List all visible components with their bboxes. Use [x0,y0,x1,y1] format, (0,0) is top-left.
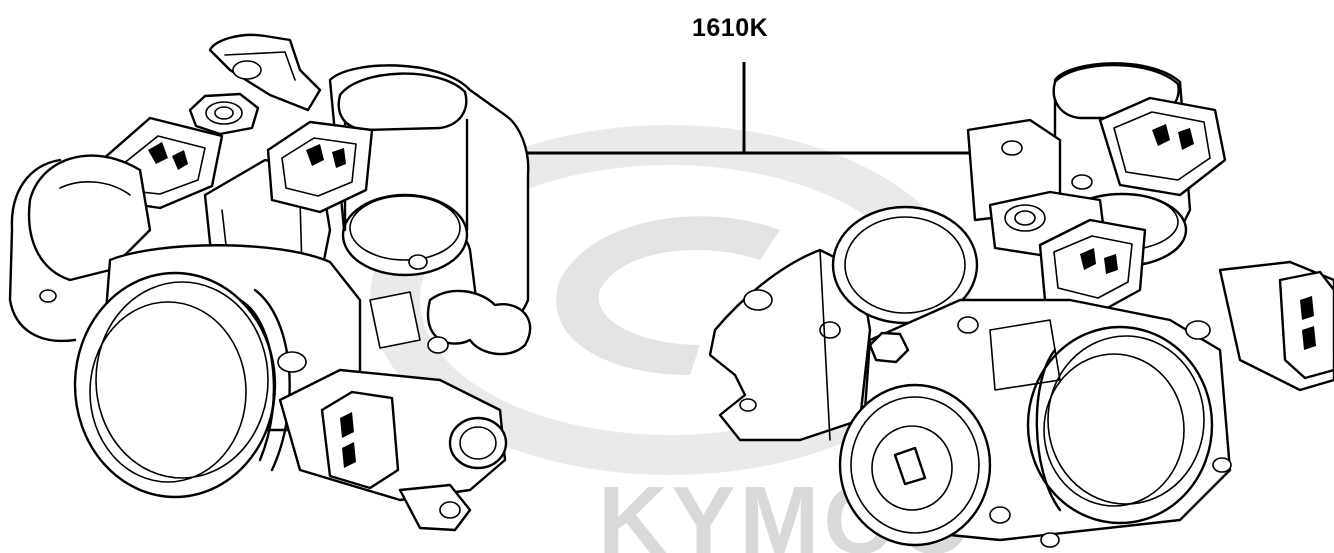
connector-right-top [1098,96,1227,197]
part-number-label: 1610K [692,14,769,42]
connector-left-mid [266,120,374,214]
throttle-body-right [708,62,1334,548]
connector-right-side [1218,260,1334,392]
callout-leader [521,62,969,155]
throttle-pulley [838,383,992,547]
throttle-body-left [8,33,532,532]
sensor-left-bottom [278,368,508,532]
